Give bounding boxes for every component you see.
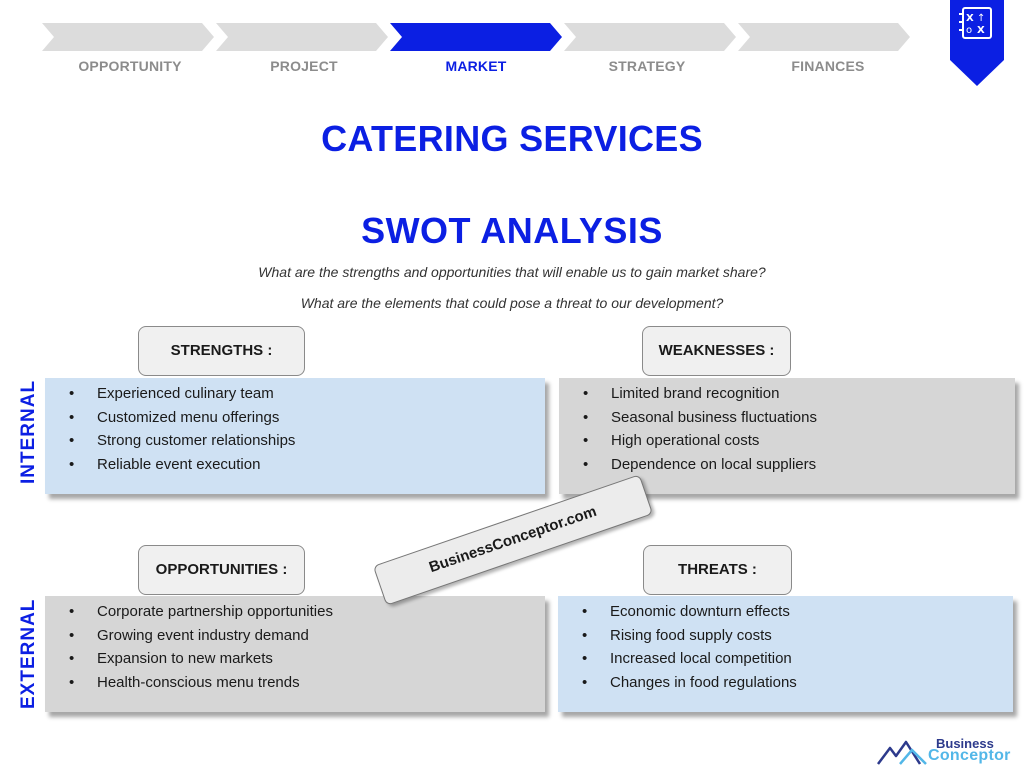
svg-text:o: o bbox=[966, 25, 972, 36]
chevron-shape bbox=[216, 23, 388, 51]
weaknesses-box: Limited brand recognition Seasonal busin… bbox=[559, 378, 1015, 494]
svg-text:↑: ↑ bbox=[977, 13, 985, 24]
threats-box: Economic downturn effects Rising food su… bbox=[558, 596, 1013, 712]
step-label-market[interactable]: MARKET bbox=[445, 58, 507, 74]
list-item: Increased local competition bbox=[558, 647, 1013, 671]
chevron-shape bbox=[564, 23, 736, 51]
strengths-label: STRENGTHS : bbox=[138, 326, 305, 376]
list-item: Growing event industry demand bbox=[45, 624, 545, 648]
step-label-project[interactable]: PROJECT bbox=[270, 58, 338, 74]
page-title: CATERING SERVICES bbox=[321, 118, 703, 159]
opportunities-label: OPPORTUNITIES : bbox=[138, 545, 305, 595]
step-market[interactable] bbox=[390, 23, 562, 51]
logo-text-conceptor: Conceptor bbox=[928, 747, 1011, 764]
chevron-shape-active bbox=[390, 23, 562, 51]
external-label: EXTERNAL bbox=[18, 598, 39, 709]
list-item: Rising food supply costs bbox=[558, 624, 1013, 648]
svg-text:X: X bbox=[966, 13, 974, 24]
strategy-board-icon[interactable]: X ↑ o X bbox=[950, 0, 1004, 86]
progress-steps bbox=[42, 23, 912, 51]
opportunities-box: Corporate partnership opportunities Grow… bbox=[45, 596, 545, 712]
question-1: What are the strengths and opportunities… bbox=[258, 264, 766, 280]
step-project[interactable] bbox=[216, 23, 388, 51]
logo-text-business: Business bbox=[936, 736, 994, 751]
list-item: Seasonal business fluctuations bbox=[559, 406, 1015, 430]
business-conceptor-logo[interactable]: Business Conceptor bbox=[876, 736, 1010, 766]
svg-text:X: X bbox=[977, 25, 985, 36]
step-label-finances[interactable]: FINANCES bbox=[791, 58, 865, 74]
step-opportunity[interactable] bbox=[42, 23, 214, 51]
list-item: Changes in food regulations bbox=[558, 671, 1013, 695]
step-finances[interactable] bbox=[738, 23, 910, 51]
strengths-box: Experienced culinary team Customized men… bbox=[45, 378, 545, 494]
list-item: Expansion to new markets bbox=[45, 647, 545, 671]
list-item: Experienced culinary team bbox=[45, 382, 545, 406]
list-item: Reliable event execution bbox=[45, 453, 545, 477]
list-item: Strong customer relationships bbox=[45, 429, 545, 453]
list-item: Limited brand recognition bbox=[559, 382, 1015, 406]
list-item: Dependence on local suppliers bbox=[559, 453, 1015, 477]
list-item: Health-conscious menu trends bbox=[45, 671, 545, 695]
list-item: Corporate partnership opportunities bbox=[45, 600, 545, 624]
mountain-logo-icon bbox=[877, 740, 927, 765]
chevron-shape bbox=[738, 23, 910, 51]
list-item: Customized menu offerings bbox=[45, 406, 545, 430]
weaknesses-label: WEAKNESSES : bbox=[642, 326, 791, 376]
list-item: Economic downturn effects bbox=[558, 600, 1013, 624]
step-label-opportunity[interactable]: OPPORTUNITY bbox=[78, 58, 182, 74]
step-label-strategy[interactable]: STRATEGY bbox=[608, 58, 686, 74]
chevron-shape bbox=[42, 23, 214, 51]
step-strategy[interactable] bbox=[564, 23, 736, 51]
question-2: What are the elements that could pose a … bbox=[300, 295, 724, 311]
section-title: SWOT ANALYSIS bbox=[361, 210, 663, 251]
threats-label: THREATS : bbox=[643, 545, 792, 595]
internal-label: INTERNAL bbox=[18, 379, 39, 484]
list-item: High operational costs bbox=[559, 429, 1015, 453]
